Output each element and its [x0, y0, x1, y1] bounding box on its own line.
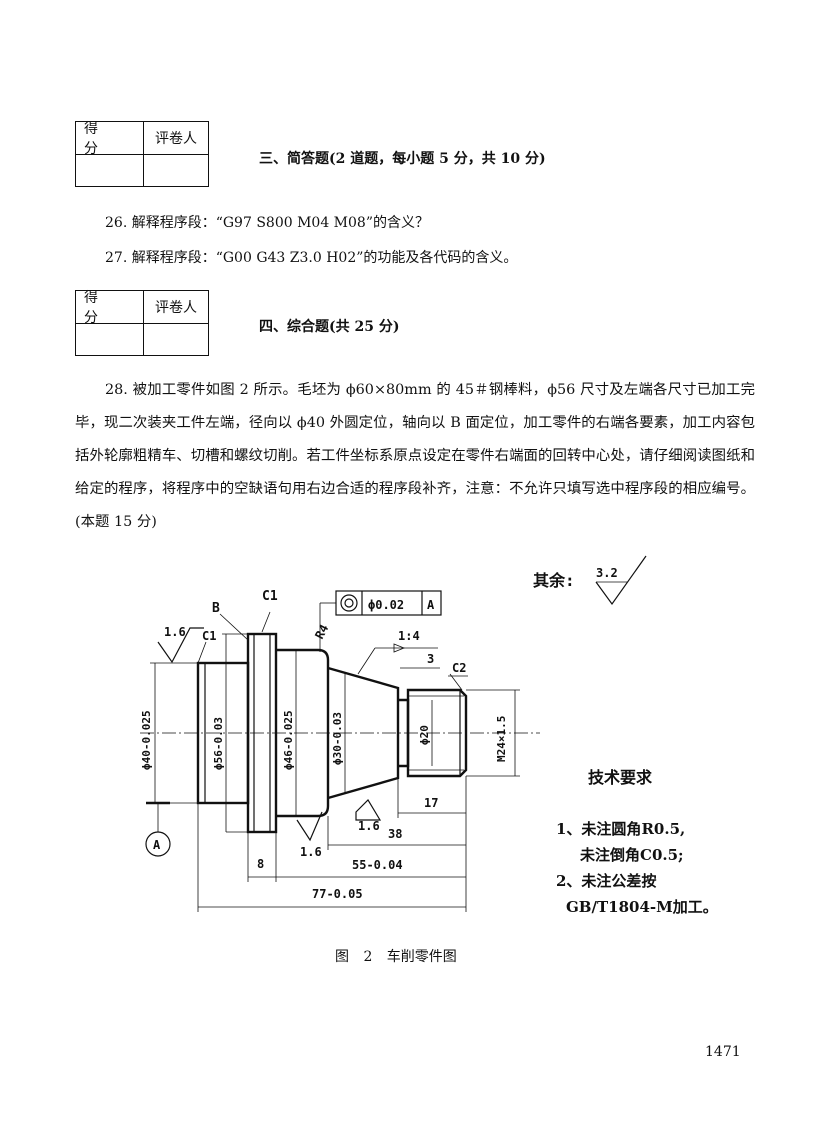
dim-d46: ϕ46-0.025 [282, 710, 295, 770]
r4-label: R4 [312, 622, 331, 641]
datum-a-circle [145, 831, 171, 857]
tech-req-2a: 2、未注公差按 [556, 872, 657, 890]
b-label: B [212, 601, 220, 616]
datum-a-label: A [153, 838, 161, 852]
dim-d56: ϕ56-0.03 [212, 717, 225, 770]
dim-m24: M24×1.5 [495, 716, 508, 762]
score-label: 得 分 [76, 290, 144, 326]
figure-caption: 图 2 车削零件图 [335, 949, 457, 965]
rest-roughness: 3.2 [596, 566, 618, 580]
taper-ratio: 1:4 [398, 629, 420, 643]
c2-label: C2 [452, 661, 466, 675]
grader-label: 评卷人 [144, 291, 208, 324]
shaft-section-d46 [276, 648, 330, 818]
dim-d40: ϕ40-0.025 [140, 710, 153, 770]
dim-55: 55-0.04 [352, 858, 403, 872]
dim-77: 77-0.05 [312, 887, 363, 901]
roughness-symbol-rest [595, 555, 647, 606]
c1-top-label: C1 [262, 589, 278, 604]
c1-left-label: C1 [202, 629, 216, 643]
section4-title: 四、综合题(共 25 分) [259, 319, 400, 335]
score-box-section4: 得 分 评卷人 [75, 290, 209, 356]
rest-label: 其余: [533, 571, 575, 590]
tolerance-value: ϕ0.02 [368, 598, 404, 612]
dim-d30: ϕ30-0.03 [331, 712, 344, 765]
roughness-symbol-bottom [355, 799, 382, 821]
score-input-cell[interactable] [76, 155, 144, 186]
score-input-cell[interactable] [76, 324, 144, 355]
shaft-collar-d56 [246, 632, 278, 834]
roughness-symbol-mid [296, 811, 323, 842]
roughness-left-value: 1.6 [164, 625, 186, 639]
page-number: 1471 [705, 1044, 741, 1060]
score-label: 得 分 [76, 121, 144, 157]
tech-req-1a: 1、未注圆角R0.5, [556, 820, 686, 838]
score-box-section3: 得 分 评卷人 [75, 121, 209, 187]
dim-17: 17 [424, 796, 438, 810]
tolerance-datum: A [427, 598, 435, 612]
question-27: 27. 解释程序段：“G00 G43 Z3.0 H02”的功能及各代码的含义。 [105, 250, 518, 266]
dim-38: 38 [388, 827, 402, 841]
roughness-mid-value: 1.6 [300, 845, 322, 859]
roughness-bottom-value: 1.6 [358, 819, 380, 833]
question-28: 28. 被加工零件如图 2 所示。毛坯为 ϕ60×80mm 的 45＃钢棒料，ϕ… [75, 382, 755, 530]
tech-title: 技术要求 [588, 768, 653, 787]
roughness-symbol-left [157, 627, 204, 664]
tech-req-1b: 未注倒角C0.5; [580, 846, 684, 864]
dim-3: 3 [427, 652, 434, 666]
dim-d20: ϕ20 [418, 725, 431, 745]
shaft-taper [327, 666, 400, 800]
question-26: 26. 解释程序段：“G97 S800 M04 M08”的含义？ [105, 215, 429, 231]
grader-label: 评卷人 [144, 122, 208, 155]
tech-req-2b: GB/T1804-M加工。 [566, 898, 718, 916]
section3-title: 三、简答题(2 道题，每小题 5 分，共 10 分) [259, 151, 546, 167]
dim-8: 8 [257, 857, 264, 871]
